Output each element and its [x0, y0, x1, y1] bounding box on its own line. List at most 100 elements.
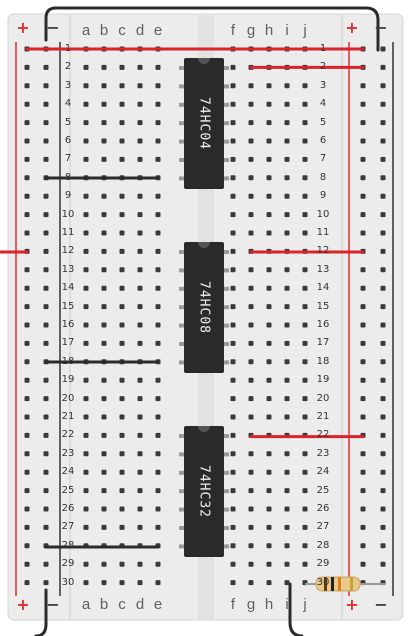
rail-hole: [380, 432, 386, 438]
rail-hole: [380, 64, 386, 70]
hole: [155, 488, 161, 494]
hole: [119, 561, 125, 567]
hole: [83, 506, 89, 512]
column-letter: g: [246, 596, 256, 613]
row-number: 13: [316, 263, 330, 275]
hole: [119, 193, 125, 199]
hole: [284, 561, 290, 567]
hole: [284, 83, 290, 89]
resistor-band: [338, 577, 341, 591]
rail-hole: [380, 267, 386, 273]
rail-hole: [360, 414, 366, 420]
hole: [284, 156, 290, 162]
hole: [137, 64, 143, 70]
chip-pin: [223, 158, 229, 162]
rail-hole: [360, 230, 366, 236]
rail-hole: [360, 451, 366, 457]
rail-minus-label: −: [46, 595, 60, 614]
row-number: 16: [61, 319, 75, 330]
hole: [248, 359, 254, 365]
rail-hole: [380, 304, 386, 310]
hole: [284, 451, 290, 457]
hole: [266, 524, 272, 530]
hole: [230, 561, 236, 567]
hole: [101, 506, 107, 512]
row-number: 20: [61, 392, 75, 404]
hole: [266, 359, 272, 365]
hole: [83, 524, 89, 530]
rail-hole: [380, 396, 386, 402]
hole: [83, 64, 89, 70]
rail-hole: [43, 156, 49, 162]
hole: [230, 64, 236, 70]
row-number: 6: [64, 135, 72, 146]
hole: [155, 469, 161, 475]
row-number: 26: [61, 503, 75, 514]
column-letter: f: [230, 22, 236, 39]
hole: [137, 414, 143, 420]
hole: [83, 322, 89, 328]
column-letter: f: [230, 596, 236, 613]
row-number: 14: [61, 282, 75, 294]
row-number: 8: [64, 171, 72, 183]
ic-chip-label: 74HC04: [196, 96, 212, 150]
hole: [137, 101, 143, 107]
hole: [119, 212, 125, 218]
ic-chip-label: 74HC32: [196, 464, 212, 518]
rail-hole: [360, 377, 366, 383]
hole: [137, 377, 143, 383]
hole: [83, 248, 89, 254]
rail-hole: [43, 285, 49, 291]
hole: [302, 230, 308, 236]
hole: [266, 543, 272, 549]
hole: [155, 64, 161, 70]
row-number: 23: [316, 447, 330, 459]
hole: [230, 469, 236, 475]
rail-hole: [24, 304, 30, 310]
hole: [248, 340, 254, 346]
hole: [230, 285, 236, 291]
row-number: 14: [316, 282, 330, 294]
rail-minus-label: −: [374, 595, 388, 614]
column-letter: j: [303, 22, 307, 39]
row-number: 1: [319, 43, 327, 54]
hole: [119, 304, 125, 310]
rail-hole: [380, 120, 386, 126]
hole: [155, 432, 161, 438]
chip-notch: [198, 58, 210, 64]
hole: [248, 451, 254, 457]
resistor-band: [331, 577, 334, 591]
rail-hole: [24, 175, 30, 181]
resistor-icon: [305, 576, 385, 592]
hole: [83, 488, 89, 494]
hole: [137, 506, 143, 512]
column-letter: h: [264, 596, 274, 613]
chip-pin: [223, 342, 229, 346]
hole: [137, 580, 143, 586]
hole: [83, 230, 89, 236]
rail-hole: [24, 396, 30, 402]
hole: [284, 469, 290, 475]
rail-hole: [380, 488, 386, 494]
hole: [83, 101, 89, 107]
chip-pin: [223, 102, 229, 107]
row-number: 21: [316, 411, 330, 422]
hole: [248, 285, 254, 291]
row-number: 3: [64, 79, 72, 91]
hole: [230, 304, 236, 310]
hole: [155, 267, 161, 273]
hole: [101, 432, 107, 438]
row-number: 4: [64, 98, 72, 110]
ic-chip-body: [184, 58, 224, 189]
rail-plus-label: +: [16, 595, 30, 614]
hole: [83, 396, 89, 402]
chip-pin: [223, 323, 229, 328]
hole: [230, 267, 236, 273]
row-number: 28: [316, 539, 330, 551]
column-letter: a: [81, 596, 91, 613]
rail-hole: [43, 488, 49, 494]
hole: [284, 359, 290, 365]
resistor-band: [324, 577, 327, 591]
chip-pin: [179, 544, 185, 549]
hole: [137, 469, 143, 475]
